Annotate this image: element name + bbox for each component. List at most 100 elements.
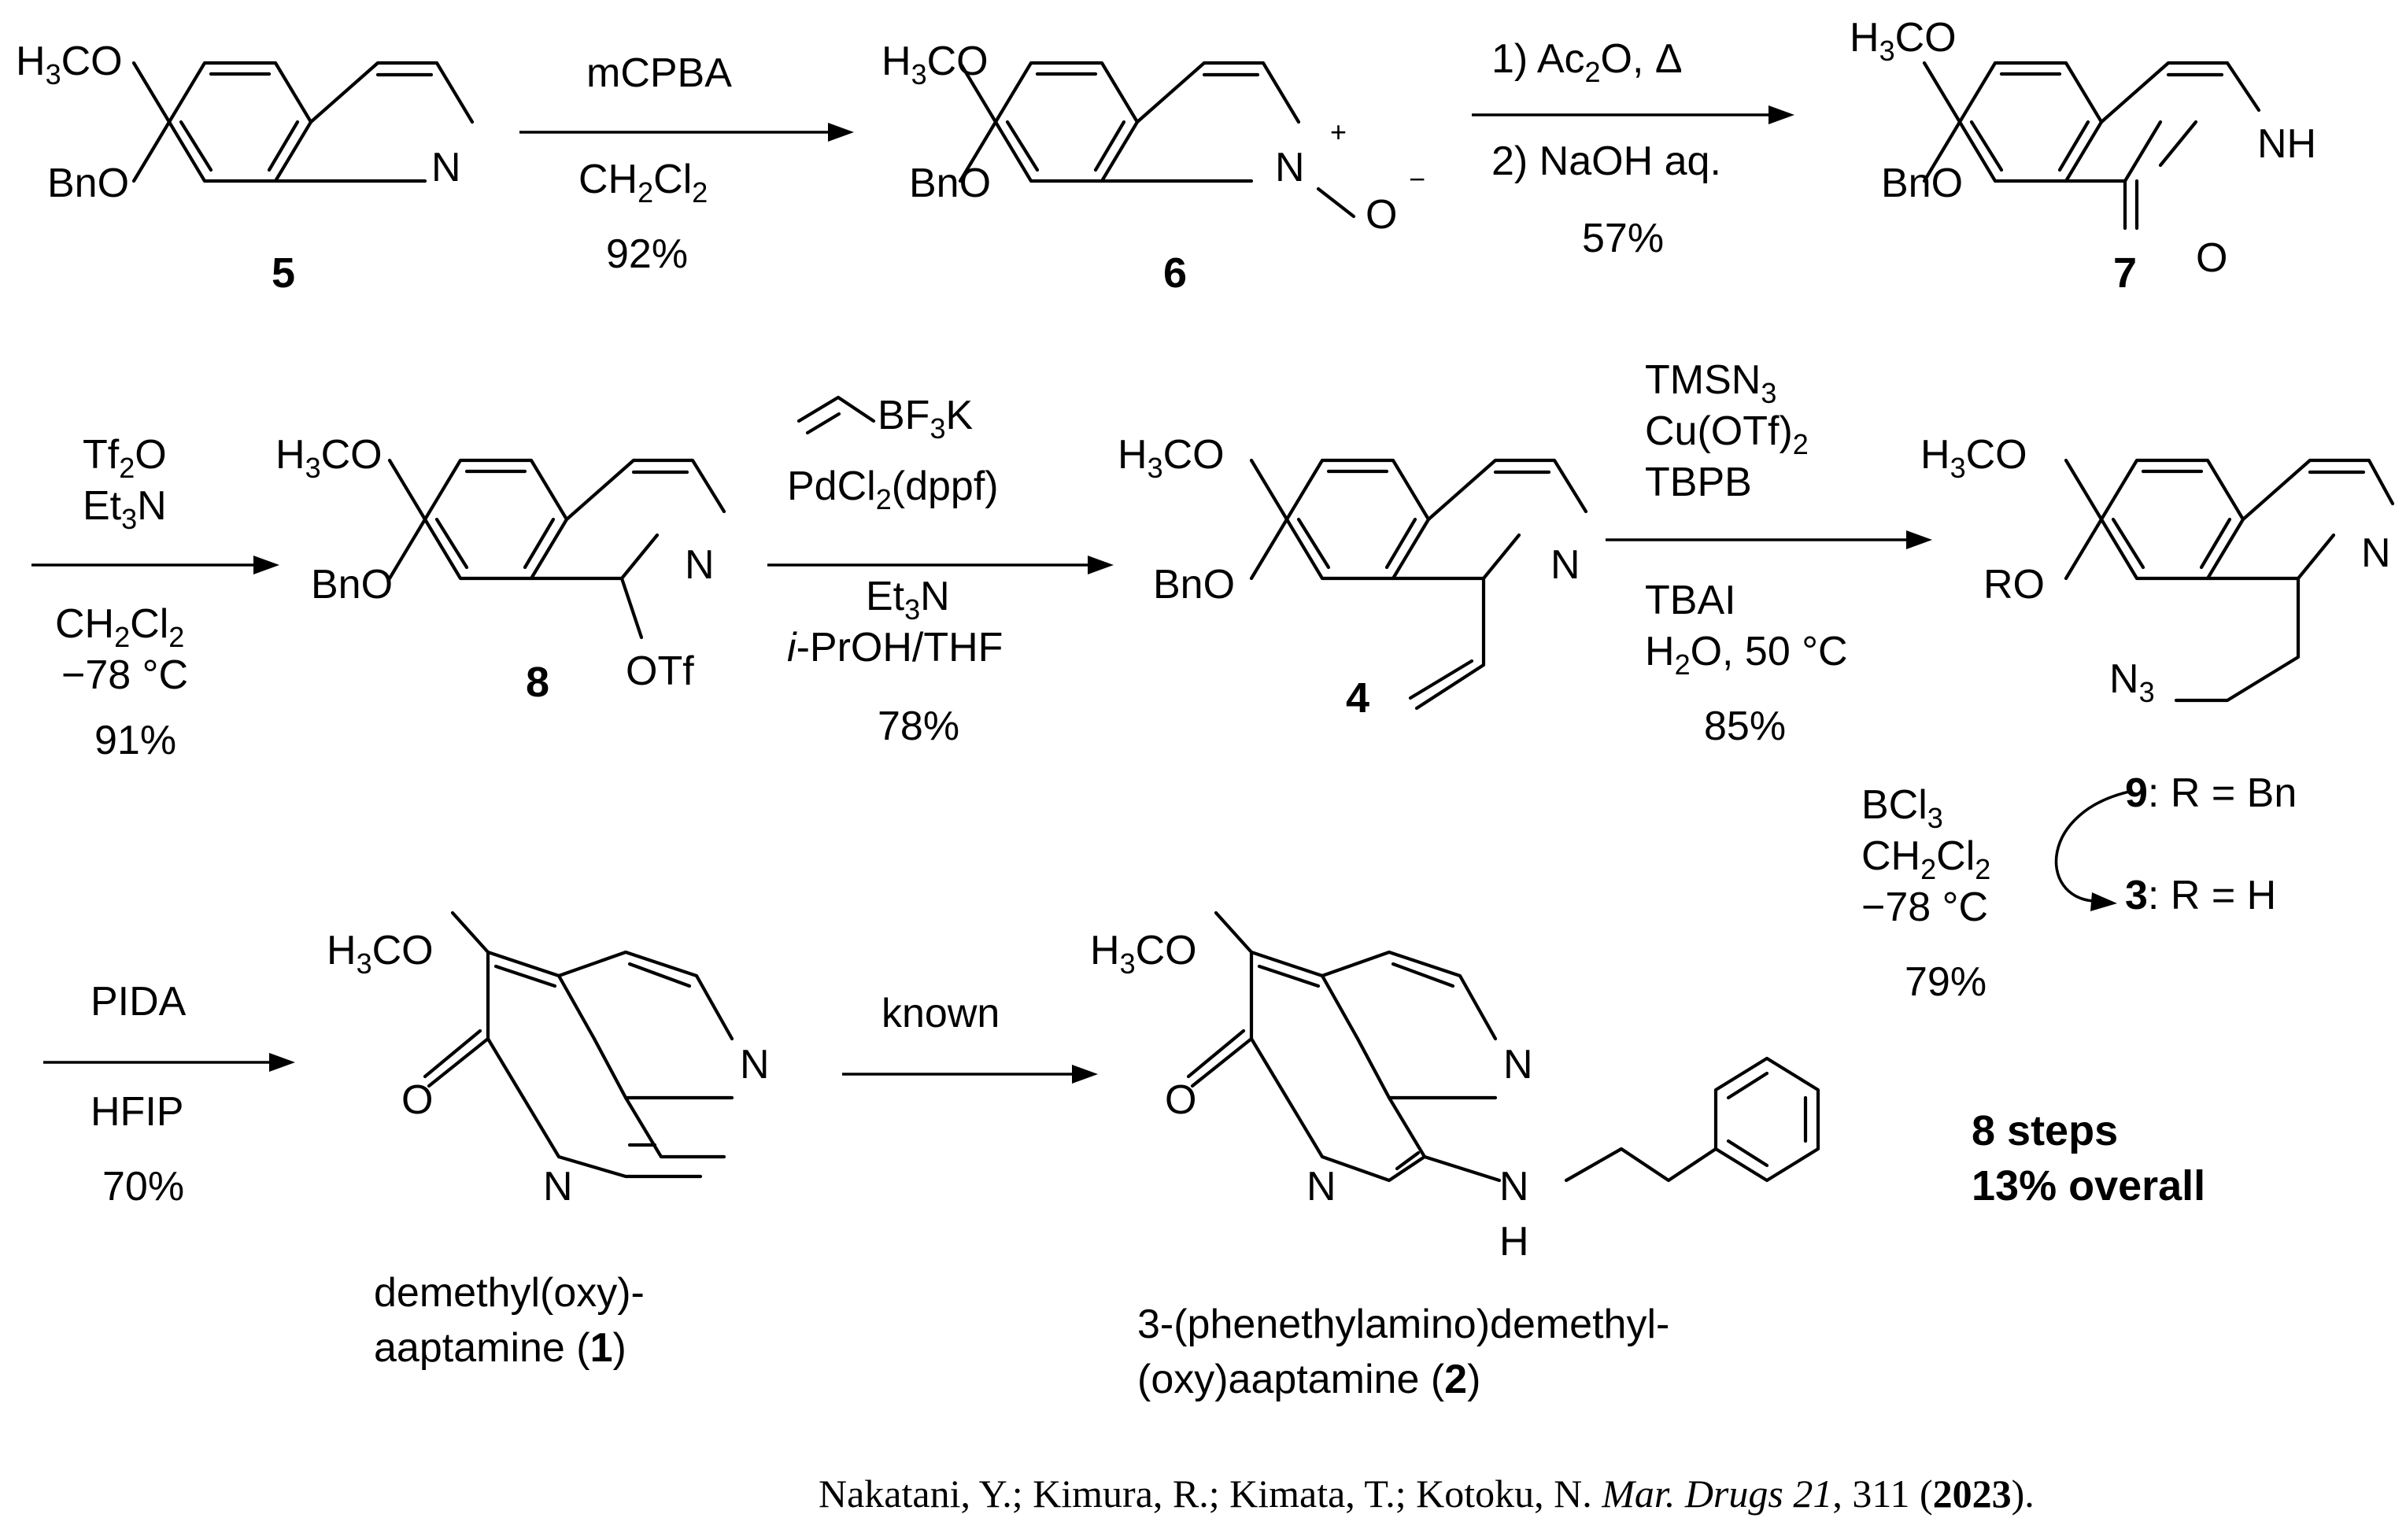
- triflate-label: OTf: [626, 648, 694, 694]
- reagent-cu-otf2: Cu(OTf)2: [1645, 408, 1809, 460]
- methoxy-label: H3CO: [1850, 15, 1957, 67]
- methoxy-label: H3CO: [1090, 928, 1197, 980]
- yield-4: 78%: [878, 704, 959, 749]
- compound-1-name-line2: aaptamine (1): [374, 1325, 626, 1371]
- nitrogen-label: N: [431, 145, 461, 190]
- methoxy-label: H3CO: [1920, 432, 2027, 484]
- compound-1: H3CO O N N demethyl(oxy)- aaptamine (1): [327, 910, 770, 1371]
- nitrogen-label: N: [1503, 1042, 1533, 1088]
- solvent-ch2cl2-3: CH2Cl2: [1861, 833, 1990, 885]
- compound-number-5: 5: [272, 249, 295, 297]
- carbonyl-oxygen-label: O: [2196, 235, 2227, 281]
- reagent-known: known: [881, 991, 1000, 1036]
- reagent-tmsn3: TMSN3: [1645, 357, 1776, 409]
- nitrogen-label: N: [2361, 530, 2391, 576]
- oxygen-label: O: [1366, 192, 1397, 238]
- nitrogen-label: N: [685, 542, 715, 588]
- compound-2: H3CO O N N N H 3-(phenethylamino)demethy…: [1090, 910, 1820, 1402]
- compound-number-6: 6: [1163, 249, 1187, 297]
- amine-nitrogen-label: N: [1499, 1164, 1529, 1209]
- yield-3: 91%: [94, 718, 176, 763]
- reagent-tf2o: Tf2O: [83, 432, 167, 484]
- nitrogen-label: N: [543, 1164, 573, 1209]
- route-summary: 8 steps 13% overall: [1972, 1107, 2205, 1209]
- compound-4: H3CO BnO N 4: [1118, 432, 1588, 722]
- nitrogen-label: N: [740, 1042, 770, 1088]
- reagent-bcl3: BCl3: [1861, 782, 1943, 834]
- nh-label: NH: [2257, 121, 2316, 167]
- solvent-ch2cl2-1: CH2Cl2: [578, 157, 708, 209]
- benzyloxy-label: BnO: [1153, 562, 1235, 608]
- compound-number-7: 7: [2113, 249, 2137, 297]
- reaction-arrow-8: known: [842, 991, 1098, 1084]
- yield-5: 85%: [1704, 704, 1786, 749]
- methoxy-label: H3CO: [16, 39, 123, 90]
- solvent-h2o: H2O, 50 °C: [1645, 629, 1848, 681]
- reaction-arrow-5: TMSN3 Cu(OTf)2 TBPB TBAI H2O, 50 °C 85%: [1606, 357, 1932, 749]
- amine-hydrogen-label: H: [1499, 1219, 1529, 1265]
- summary-overall-yield: 13% overall: [1972, 1162, 2205, 1209]
- citation-year: 2023: [1933, 1472, 2012, 1516]
- reagent-naoh: 2) NaOH aq.: [1491, 138, 1721, 184]
- yield-2: 57%: [1582, 216, 1664, 261]
- compound-7: H3CO BnO NH O 7: [1850, 15, 2316, 297]
- reaction-arrow-7: PIDA HFIP 70%: [43, 979, 295, 1209]
- reagent-et3n-2: Et3N: [866, 574, 950, 626]
- compound-2-name-line1: 3-(phenethylamino)demethyl-: [1137, 1302, 1669, 1347]
- yield-7: 70%: [102, 1164, 184, 1209]
- benzyloxy-label: BnO: [311, 562, 393, 608]
- citation-page: 311: [1852, 1472, 1909, 1516]
- citation-text: Nakatani, Y.; Kimura, R.; Kimata, T.; Ko…: [819, 1472, 2035, 1516]
- methoxy-label: H3CO: [275, 432, 383, 484]
- reagent-tbpb: TBPB: [1645, 460, 1752, 505]
- benzyloxy-label: BnO: [1881, 161, 1963, 206]
- reaction-arrow-4: BF3K PdCl2(dppf) Et3N i-PrOH/THF 78%: [767, 393, 1114, 749]
- negative-charge: −: [1409, 163, 1425, 195]
- reagent-et3n-1: Et3N: [83, 483, 167, 535]
- carbonyl-oxygen-label: O: [401, 1077, 433, 1123]
- reagent-pida: PIDA: [91, 979, 187, 1025]
- carbonyl-oxygen-label: O: [1165, 1077, 1196, 1123]
- citation-authors: Nakatani, Y.; Kimura, R.; Kimata, T.; Ko…: [819, 1472, 1592, 1516]
- methoxy-label: H3CO: [881, 39, 989, 90]
- positive-charge: +: [1330, 116, 1347, 148]
- reagent-vinyl-bf3k: BF3K: [878, 393, 973, 445]
- benzyloxy-label: BnO: [47, 161, 129, 206]
- temperature-1: −78 °C: [61, 652, 188, 698]
- solvent-ch2cl2-2: CH2Cl2: [55, 601, 184, 653]
- methoxy-label: H3CO: [1118, 432, 1225, 484]
- compound-2-name-line2: (oxy)aaptamine (2): [1137, 1357, 1480, 1402]
- yield-6: 79%: [1905, 959, 1987, 1005]
- reaction-arrow-3: Tf2O Et3N CH2Cl2 −78 °C 91%: [31, 432, 279, 763]
- nitrogen-label: N: [1306, 1164, 1336, 1209]
- reagent-ac2o: 1) Ac2O, Δ: [1491, 36, 1683, 88]
- methoxy-label: H3CO: [327, 928, 434, 980]
- solvent-hfip: HFIP: [91, 1089, 183, 1135]
- compound-3-label: 3: R = H: [2125, 873, 2276, 918]
- compound-5: H3CO BnO N 5: [16, 39, 475, 297]
- yield-1: 92%: [606, 231, 688, 277]
- solvent-iproh-thf: i-PrOH/THF: [787, 625, 1003, 670]
- r-oxy-label: RO: [1983, 562, 2045, 608]
- nitrogen-label: N: [1275, 145, 1305, 190]
- nitrogen-label: N: [1550, 542, 1580, 588]
- summary-steps: 8 steps: [1972, 1107, 2118, 1154]
- debenzylation-step: BCl3 CH2Cl2 −78 °C 79% 9: R = Bn 3: R = …: [1861, 770, 2297, 1005]
- reagent-tbai: TBAI: [1645, 578, 1736, 623]
- compound-number-8: 8: [526, 659, 549, 706]
- catalyst-pdcl2-dppf: PdCl2(dppf): [787, 463, 999, 515]
- reaction-arrow-2: 1) Ac2O, Δ 2) NaOH aq. 57%: [1472, 36, 1794, 261]
- compound-1-name-line1: demethyl(oxy)-: [374, 1270, 645, 1316]
- compound-8: H3CO BnO N OTf 8: [275, 432, 726, 706]
- citation-journal: Mar. Drugs: [1601, 1472, 1783, 1516]
- benzyloxy-label: BnO: [909, 161, 991, 206]
- reagent-mcpba: mCPBA: [586, 50, 732, 96]
- azide-label: N3: [2109, 656, 2155, 708]
- compound-9-3: H3CO RO N N3: [1920, 432, 2395, 708]
- temperature-2: −78 °C: [1861, 884, 1988, 930]
- compound-number-4: 4: [1346, 674, 1369, 722]
- citation: Nakatani, Y.; Kimura, R.; Kimata, T.; Ko…: [819, 1472, 2035, 1516]
- citation-volume: 21: [1793, 1472, 1832, 1516]
- reaction-arrow-1: mCPBA CH2Cl2 92%: [519, 50, 854, 277]
